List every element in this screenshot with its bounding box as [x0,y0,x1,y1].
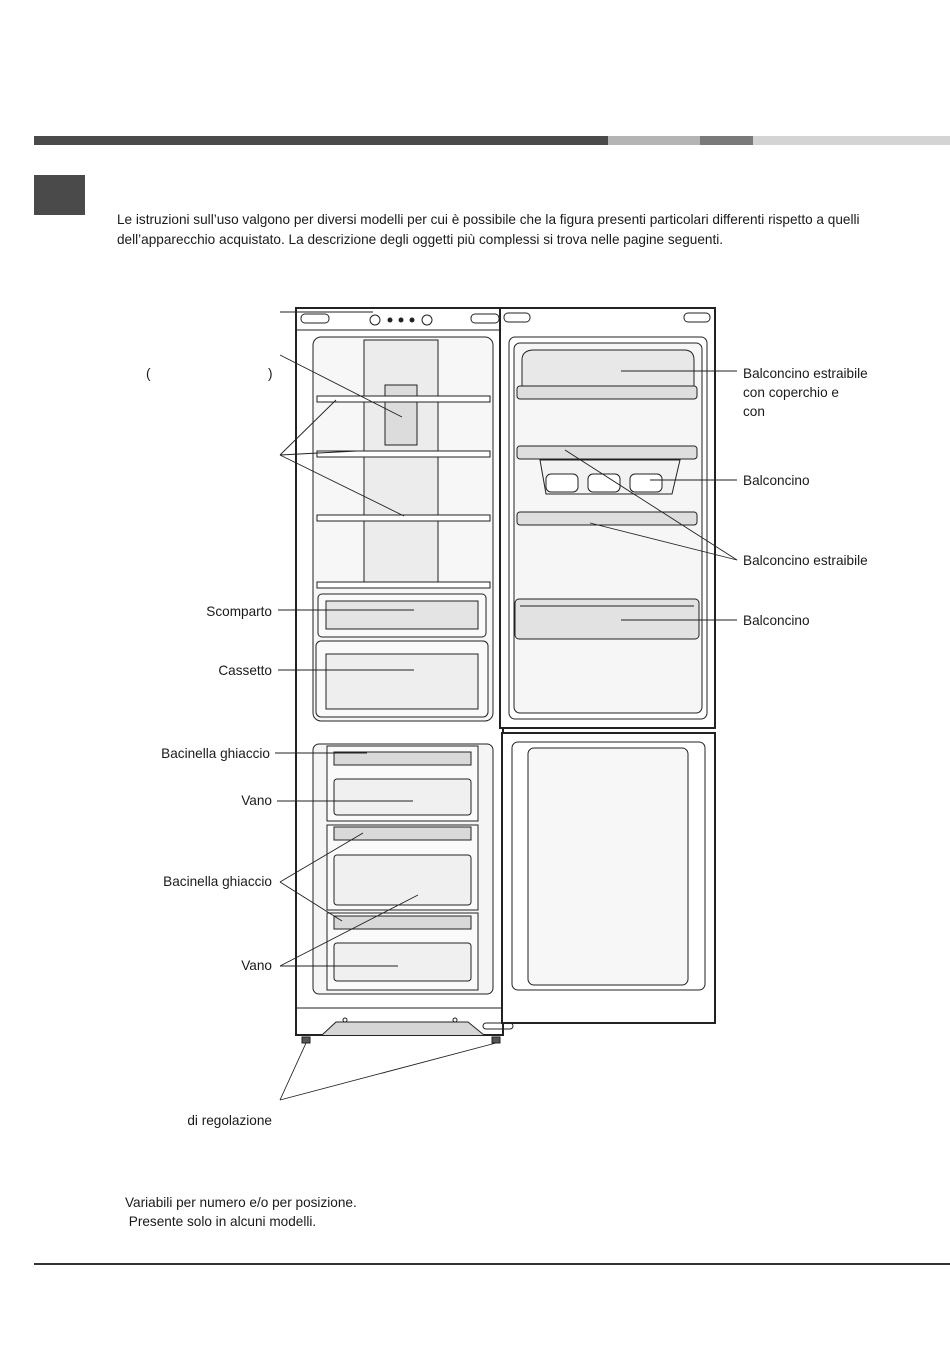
label-vano-1: Vano [241,793,272,808]
label-vano-2: Vano [241,958,272,973]
footnotes: Variabili per numero e/o per posizione. … [125,1193,357,1231]
footnote-2: Presente solo in alcuni modelli. [125,1214,317,1229]
header-bar-pale [753,136,950,145]
label-cassetto: Cassetto [218,663,272,678]
header-bar-light [608,136,700,145]
label-bacinella-ghiaccio-1: Bacinella ghiaccio [161,746,270,761]
label-scomparto: Scomparto [206,604,272,619]
label-balconcino-coperchio-3: con [743,404,765,419]
section-marker [34,175,85,215]
label-balconcino-1: Balconcino [743,473,810,488]
label-balconcino-coperchio-1: Balconcino estraibile [743,366,868,381]
paren-open: ( [146,366,151,381]
label-balconcino-coperchio-2: con coperchio e [743,385,839,400]
paren-close: ) [268,366,273,381]
header-bar-mid [700,136,753,145]
intro-paragraph: Le istruzioni sull’uso valgono per diver… [117,212,860,247]
header-bar-dark [34,136,608,145]
label-balconcino-estraibile: Balconcino estraibile [743,553,868,568]
footnote-1: Variabili per numero e/o per posizione. [125,1195,357,1210]
label-balconcino-2: Balconcino [743,613,810,628]
bottom-rule [34,1263,950,1265]
label-di-regolazione: di regolazione [187,1113,272,1128]
label-bacinella-ghiaccio-2: Bacinella ghiaccio [163,874,272,889]
